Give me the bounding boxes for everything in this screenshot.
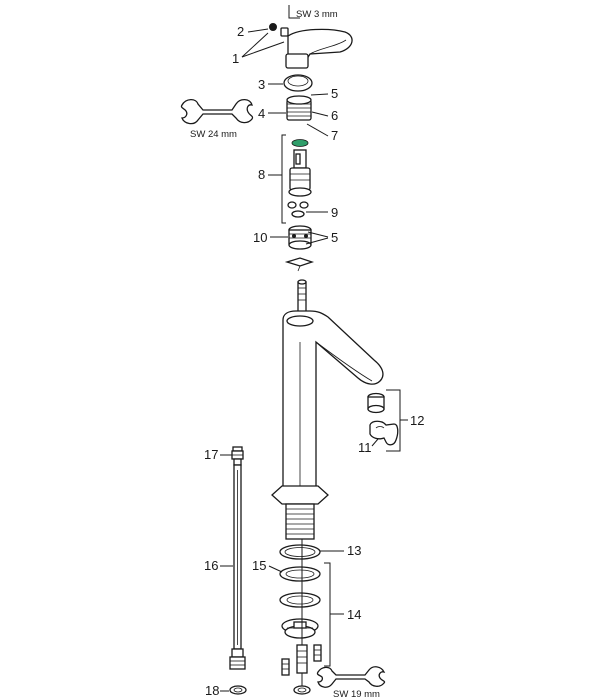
leader-15 (268, 565, 283, 573)
bracket-8 (281, 134, 286, 224)
label-13: 13 (347, 543, 361, 558)
leader-5-bottom-b (305, 237, 329, 245)
leader-1b (241, 41, 285, 58)
label-3: 3 (258, 77, 265, 92)
label-16: 16 (204, 558, 218, 573)
label-10: 10 (253, 230, 267, 245)
hose-fitting-part (231, 446, 244, 466)
leader-2 (247, 28, 269, 33)
label-6: 6 (331, 108, 338, 123)
aerator-key-part (369, 420, 399, 446)
rod-washer-part (293, 685, 311, 695)
label-12: 12 (410, 413, 424, 428)
hose-washer-part (229, 685, 247, 695)
leader-11 (371, 438, 379, 447)
o-rings-part (287, 201, 309, 218)
wrench-19-icon (316, 666, 386, 688)
hex-key-label: SW 3 mm (296, 9, 338, 20)
washer-15-part (279, 566, 321, 582)
label-5-top: 5 (331, 86, 338, 101)
label-8: 8 (258, 167, 265, 182)
set-screw-part (269, 23, 277, 31)
hex-key-icon (288, 5, 300, 19)
label-7: 7 (331, 128, 338, 143)
leader-5-bottom-a (307, 231, 329, 238)
label-15: 15 (252, 558, 266, 573)
retaining-clip-part (284, 257, 315, 272)
cartridge-part (288, 139, 312, 197)
mounting-stud-part (297, 279, 307, 313)
leader-5-top (310, 93, 329, 96)
label-18: 18 (205, 683, 219, 698)
aerator-part (367, 392, 385, 414)
threaded-shank-part (285, 503, 315, 540)
hose-nut-part (229, 648, 246, 670)
side-studs-part (281, 644, 322, 676)
valve-insert-part (288, 225, 312, 250)
label-9: 9 (331, 205, 338, 220)
threaded-nut-part (286, 95, 312, 121)
label-11: 11 (358, 440, 372, 455)
wrench-19-label: SW 19 mm (333, 689, 380, 699)
wrench-24-icon (180, 98, 254, 125)
label-1: 1 (232, 51, 239, 66)
leader-1a (241, 32, 269, 58)
faucet-body-part (271, 310, 384, 505)
label-14: 14 (347, 607, 361, 622)
seal-ring-part (279, 544, 321, 560)
flexible-hose-part (233, 464, 242, 650)
label-5-bottom: 5 (331, 230, 338, 245)
bracket-14 (324, 562, 331, 667)
threaded-rod-part (296, 539, 308, 690)
leader-7 (306, 123, 329, 137)
cover-ring-part (283, 74, 313, 92)
label-4: 4 (258, 106, 265, 121)
metal-washer-part (279, 592, 321, 608)
label-17: 17 (204, 447, 218, 462)
leader-6 (311, 111, 329, 117)
label-2: 2 (237, 24, 244, 39)
fixing-nut-part (281, 618, 319, 639)
wrench-24-label: SW 24 mm (190, 129, 237, 140)
lever-handle-part (280, 27, 353, 69)
